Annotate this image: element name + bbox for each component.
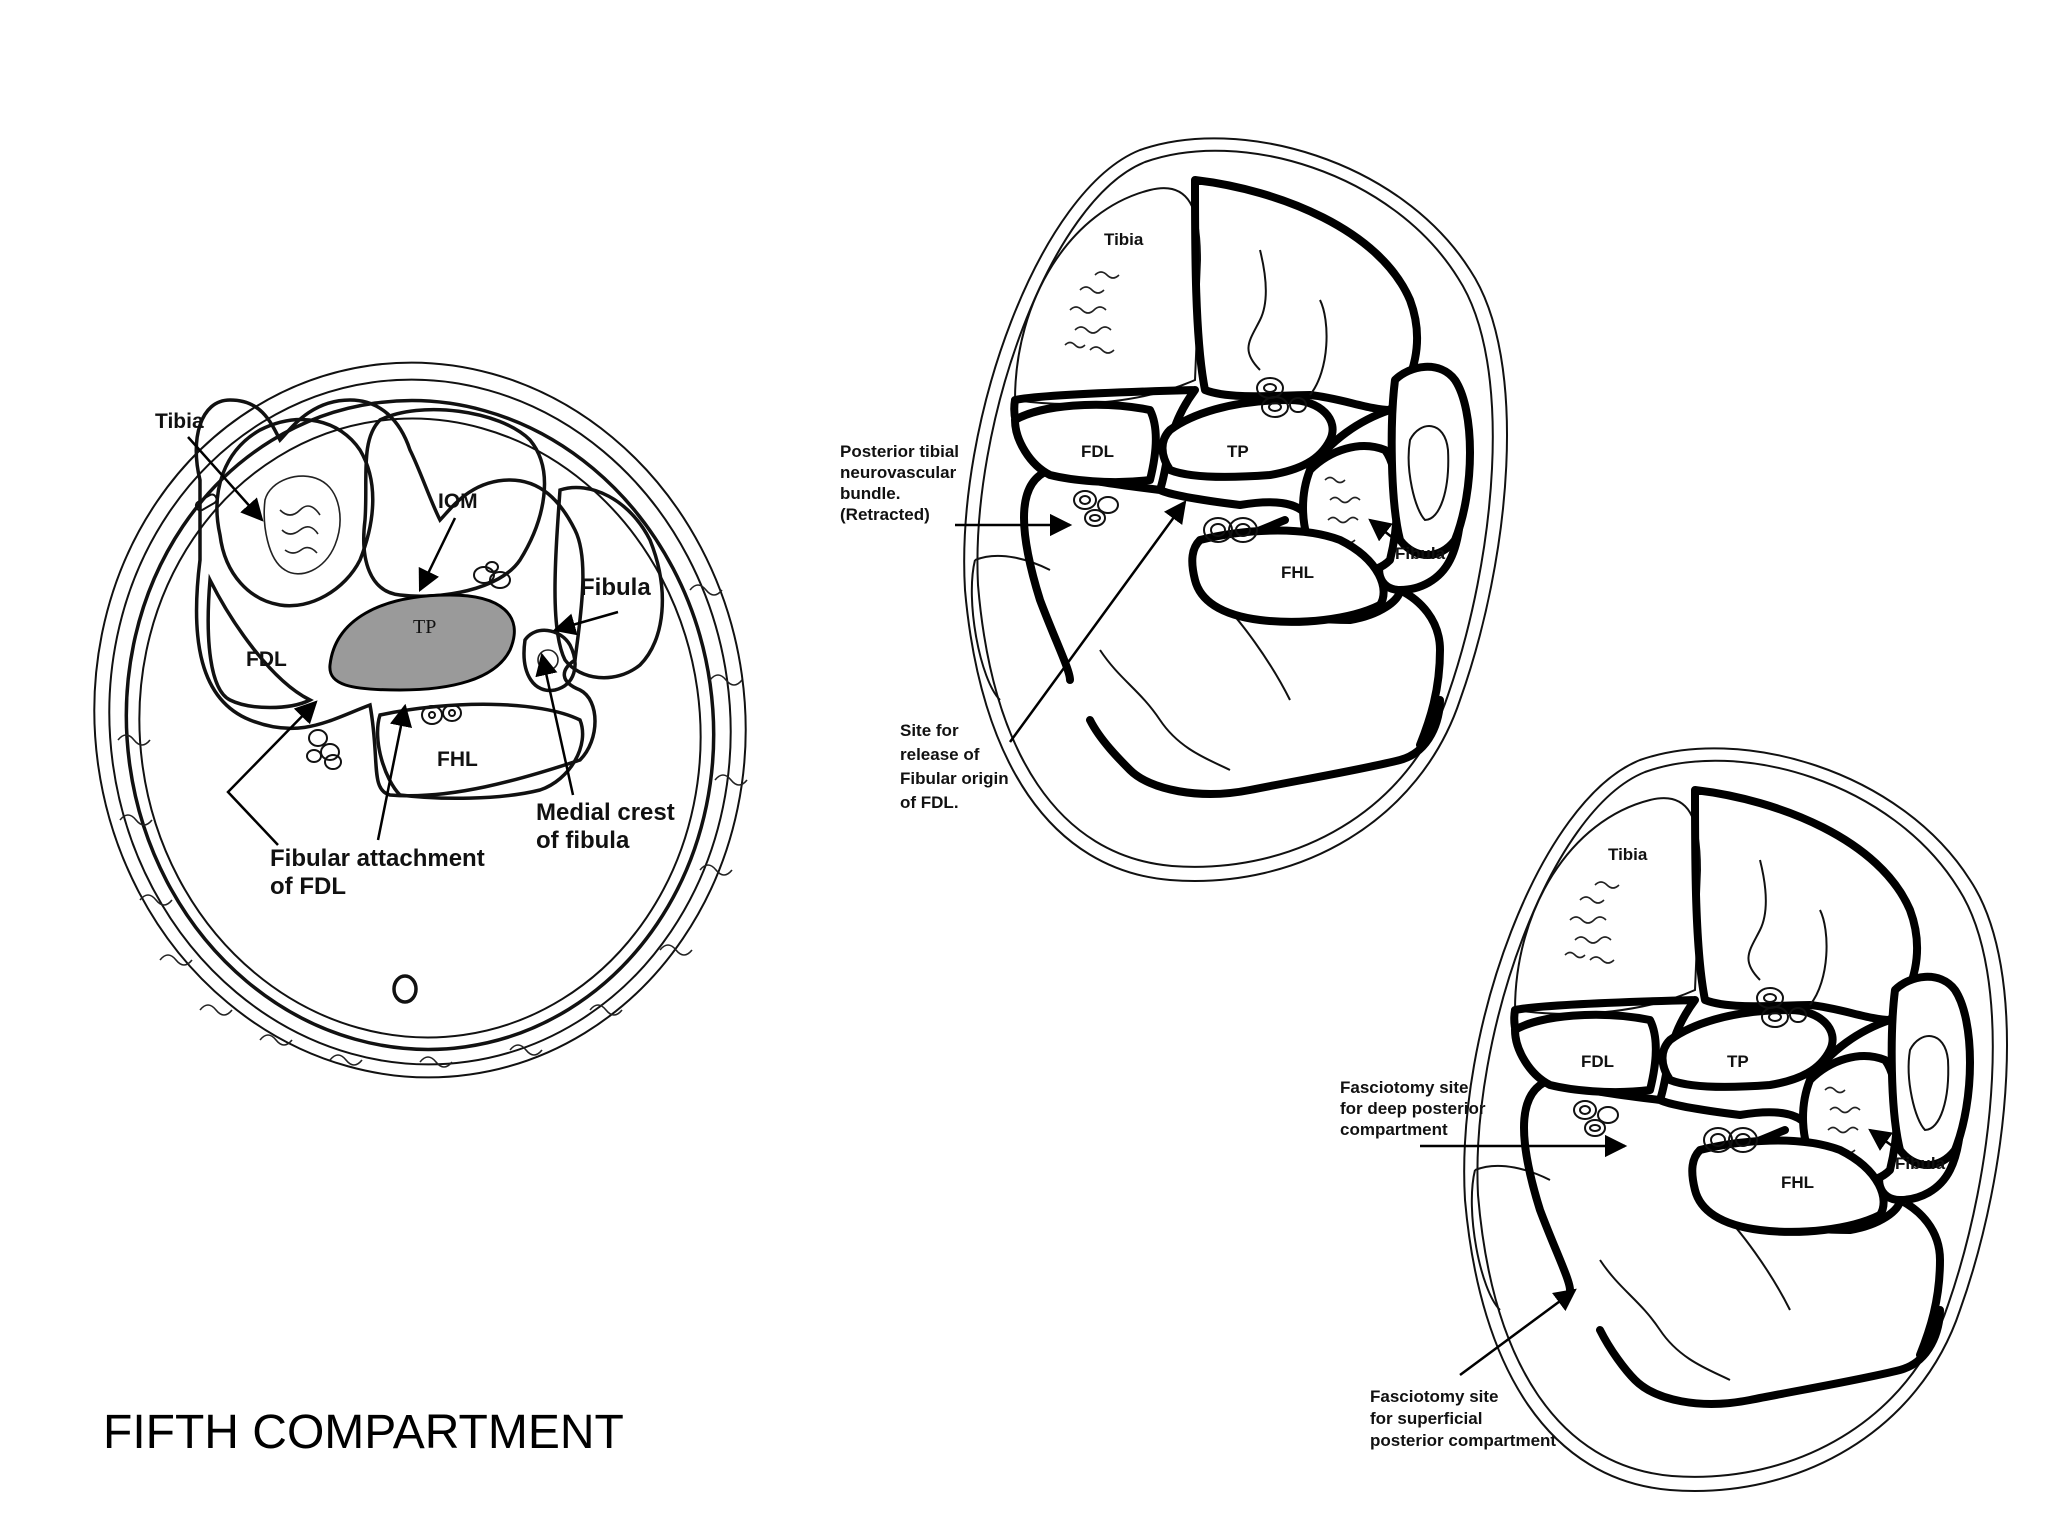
right-skin-outer (1463, 747, 2008, 1492)
middle-label-release-2: release of (900, 745, 980, 764)
right-tp-region (1658, 1006, 1837, 1091)
left-label-fhl: FHL (437, 748, 478, 771)
middle-tibia-texture (1064, 271, 1120, 354)
left-small-vessel (392, 974, 418, 1004)
middle-label-tp: TP (1227, 442, 1249, 461)
left-label-tp: TP (413, 616, 436, 638)
left-arrow-fibula (552, 610, 619, 636)
left-fascia-inner (138, 417, 702, 1039)
left-label-iom: IOM (438, 490, 478, 513)
right-label-fdl: FDL (1581, 1052, 1614, 1071)
right-fhl-region (1688, 1136, 1888, 1236)
middle-vessels-top (1256, 377, 1307, 418)
middle-tibia (1013, 187, 1202, 405)
middle-fibula-outer-inner (1407, 425, 1450, 522)
middle-label-fdl: FDL (1081, 442, 1114, 461)
middle-label-fibula: Fibula (1395, 544, 1446, 563)
left-label-medial-crest-2: of fibula (536, 827, 630, 854)
right-label-deep-2: for deep posterior (1340, 1099, 1486, 1118)
right-label-tibia: Tibia (1608, 845, 1648, 864)
left-neurovascular-bundle-b (421, 704, 462, 725)
right-tibia-texture (1564, 881, 1620, 964)
left-neurovascular-bundle-c (306, 729, 342, 770)
right-label-fhl: FHL (1781, 1173, 1814, 1192)
right-vessels-bundle (1573, 1100, 1619, 1137)
right-label-superficial-1: Fasciotomy site (1370, 1387, 1499, 1406)
middle-septum-lines (1099, 249, 1328, 771)
middle-label-release-3: Fibular origin (900, 769, 1009, 788)
left-tp-muscle (328, 593, 516, 692)
left-arrow-iom (418, 517, 457, 593)
middle-fhl-region (1188, 526, 1388, 626)
right-label-superficial-3: posterior compartment (1370, 1431, 1556, 1450)
left-label-medial-crest-1: Medial crest (536, 799, 675, 826)
left-tibia-marrow (263, 475, 341, 575)
right-vessels-top (1756, 987, 1807, 1028)
right-cross-section: Tibia FDL TP FHL Fibula Fasciotomy site … (1340, 747, 2008, 1492)
right-label-deep-1: Fasciotomy site (1340, 1078, 1469, 1097)
middle-fibula-outer (1387, 362, 1474, 559)
middle-label-release-1: Site for (900, 721, 959, 740)
middle-label-tibia: Tibia (1104, 230, 1144, 249)
left-skin-outer (93, 361, 747, 1079)
right-label-deep-3: compartment (1340, 1120, 1448, 1139)
left-tibia-bone (215, 417, 375, 608)
left-arrow-medial-crest (535, 652, 575, 796)
middle-label-fhl: FHL (1281, 563, 1314, 582)
right-label-fibula: Fibula (1895, 1154, 1946, 1173)
right-arrow-fibula (1868, 1128, 1906, 1157)
middle-fdl-region (1011, 400, 1160, 487)
right-skin-inner (1476, 759, 1994, 1478)
middle-vessels-bundle (1073, 490, 1119, 527)
middle-skin-outer (963, 137, 1508, 882)
middle-label-bundle-3: bundle. (840, 484, 900, 503)
middle-label-bundle-4: (Retracted) (840, 505, 930, 524)
middle-tp-region (1158, 396, 1337, 481)
right-arrow-superficial (1459, 1288, 1577, 1377)
left-label-fibular-attachment-2: of FDL (270, 873, 346, 900)
left-fdl-region (206, 573, 314, 710)
right-label-tp: TP (1727, 1052, 1749, 1071)
right-label-superficial-2: for superficial (1370, 1409, 1482, 1428)
middle-label-bundle-2: neurovascular (840, 463, 957, 482)
middle-label-release-4: of FDL. (900, 793, 959, 812)
left-arrow-tibia (187, 436, 264, 522)
left-neurovascular-bundle-a (473, 561, 511, 589)
left-fibula-bone (522, 628, 577, 693)
right-skin-flap (1470, 1164, 1551, 1311)
left-fibula-marrow (537, 649, 559, 671)
left-tp-compartment (362, 407, 547, 598)
left-skin-inner (108, 378, 732, 1066)
left-fhl-compartment (375, 702, 585, 801)
middle-skin-flap (970, 554, 1051, 701)
right-fdl-region (1511, 1010, 1660, 1097)
left-label-fibula: Fibula (580, 574, 651, 601)
left-fascia-outer (124, 398, 716, 1052)
middle-skin-inner (976, 149, 1494, 868)
left-label-fdl: FDL (246, 648, 287, 671)
right-septum-lines (1599, 859, 1828, 1381)
right-fibula-outer (1887, 972, 1974, 1169)
left-arrow-fibular-attachment-b (376, 703, 413, 841)
left-label-tibia: Tibia (155, 410, 204, 433)
middle-arrow-fibula (1368, 518, 1403, 546)
middle-label-bundle-1: Posterior tibial (840, 442, 959, 461)
right-vessels-fhl (1703, 1127, 1758, 1153)
slide-heading: FIFTH COMPARTMENT (103, 1406, 624, 1459)
left-fibula-compartment (553, 485, 665, 680)
right-fibula-texture (1824, 1086, 1861, 1154)
left-label-fibular-attachment-1: Fibular attachment (270, 845, 485, 872)
middle-cross-section: Tibia FDL TP FHL Fibula Posterior tibial… (840, 137, 1508, 882)
middle-vessels-fhl (1203, 517, 1258, 543)
middle-arrow-release (1008, 500, 1187, 743)
left-subcutaneous-texture (117, 584, 748, 1068)
left-arrow-fibular-attachment-a (226, 700, 318, 846)
right-fibula-outer-inner (1907, 1035, 1950, 1132)
middle-fibula-texture (1324, 476, 1361, 544)
right-tibia (1513, 797, 1702, 1015)
left-cross-section: Tibia IOM TP Fibula FDL FHL Medial crest… (93, 361, 748, 1079)
left-deep-compartment (194, 398, 597, 798)
